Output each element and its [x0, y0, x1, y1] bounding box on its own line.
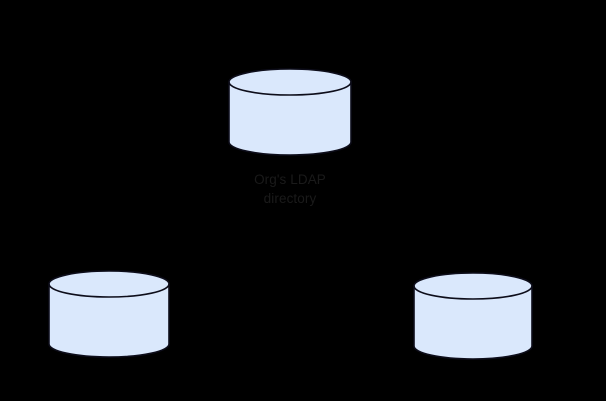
database-node-google[interactable]: Google	[413, 272, 533, 360]
label-line-1: Org's LDAP	[254, 172, 326, 187]
cylinder-icon	[413, 272, 533, 360]
cylinder-icon	[48, 270, 170, 358]
database-node-ldap[interactable]: Org's LDAP directory	[228, 68, 352, 206]
label-line-2: directory	[263, 191, 317, 206]
cylinder-icon	[228, 68, 352, 156]
database-node-ldap-label: Org's LDAP directory	[228, 170, 352, 208]
database-node-emm[interactable]: EMM'sdatabase	[48, 270, 170, 358]
